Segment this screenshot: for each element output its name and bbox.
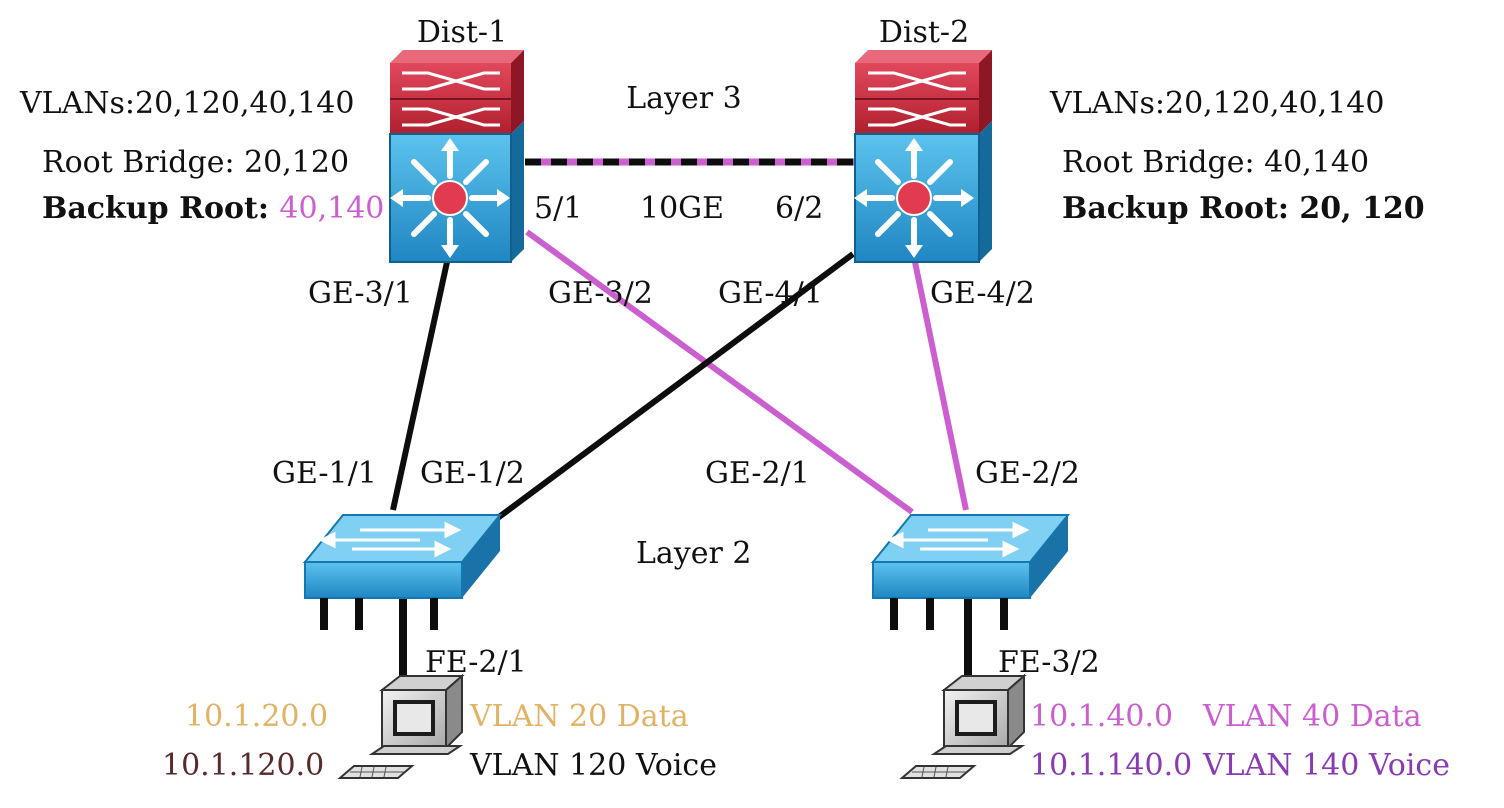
dist1-backup-root-label: Backup Root:	[42, 191, 279, 226]
link-ge31-ge11	[390, 261, 450, 511]
right-vlan-voice: VLAN 140 Voice	[1202, 748, 1450, 783]
access-switch-right-icon[interactable]	[870, 514, 1071, 630]
ge-3-2-label: GE-3/2	[548, 276, 653, 311]
ge-1-2-label: GE-1/2	[420, 456, 525, 491]
dist2-switch-icon[interactable]	[854, 50, 992, 263]
access-switch-left-icon[interactable]	[302, 514, 503, 630]
dist1-switch-icon[interactable]	[389, 50, 524, 263]
right-host-pc-icon[interactable]	[899, 673, 1027, 779]
layer2-label: Layer 2	[636, 536, 751, 571]
dist2-backup-root: Backup Root: 20, 120	[1062, 191, 1425, 226]
left-subnet-data: 10.1.20.0	[185, 699, 328, 734]
link-ge42-ge22	[912, 261, 969, 511]
right-subnet-voice: 10.1.140.0	[1030, 748, 1192, 783]
port-5-1-label: 5/1	[534, 191, 582, 226]
fe-3-2-label: FE-3/2	[998, 645, 1100, 680]
ge-4-2-label: GE-4/2	[930, 276, 1035, 311]
dist1-root-bridge: Root Bridge: 20,120	[42, 145, 349, 180]
layer3-label: Layer 3	[626, 81, 741, 116]
left-host-pc-icon[interactable]	[337, 673, 465, 779]
left-subnet-voice: 10.1.120.0	[162, 748, 324, 783]
dist2-title: Dist-2	[879, 15, 969, 50]
link-10ge-label: 10GE	[640, 191, 724, 226]
port-6-2-label: 6/2	[775, 191, 823, 226]
link-ge41-ge12	[493, 251, 855, 523]
ge-1-1-label: GE-1/1	[272, 456, 377, 491]
ge-4-1-label: GE-4/1	[718, 276, 823, 311]
ge-3-1-label: GE-3/1	[308, 276, 413, 311]
dist2-root-bridge: Root Bridge: 40,140	[1062, 145, 1369, 180]
dist1-title: Dist-1	[417, 15, 507, 50]
dist1-backup-root: Backup Root: 40,140	[42, 191, 384, 226]
right-vlan-data: VLAN 40 Data	[1202, 699, 1422, 734]
left-vlan-data: VLAN 20 Data	[469, 699, 689, 734]
dist2-vlans: VLANs:20,120,40,140	[1049, 86, 1384, 121]
ge-2-1-label: GE-2/1	[705, 456, 810, 491]
left-vlan-voice: VLAN 120 Voice	[469, 748, 717, 783]
link-ge32-ge21	[525, 229, 914, 515]
right-subnet-data: 10.1.40.0	[1030, 699, 1173, 734]
ge-2-2-label: GE-2/2	[975, 456, 1080, 491]
fe-2-1-label: FE-2/1	[425, 645, 527, 680]
dist1-backup-root-value: 40,140	[279, 191, 384, 226]
dist1-vlans: VLANs:20,120,40,140	[19, 86, 354, 121]
